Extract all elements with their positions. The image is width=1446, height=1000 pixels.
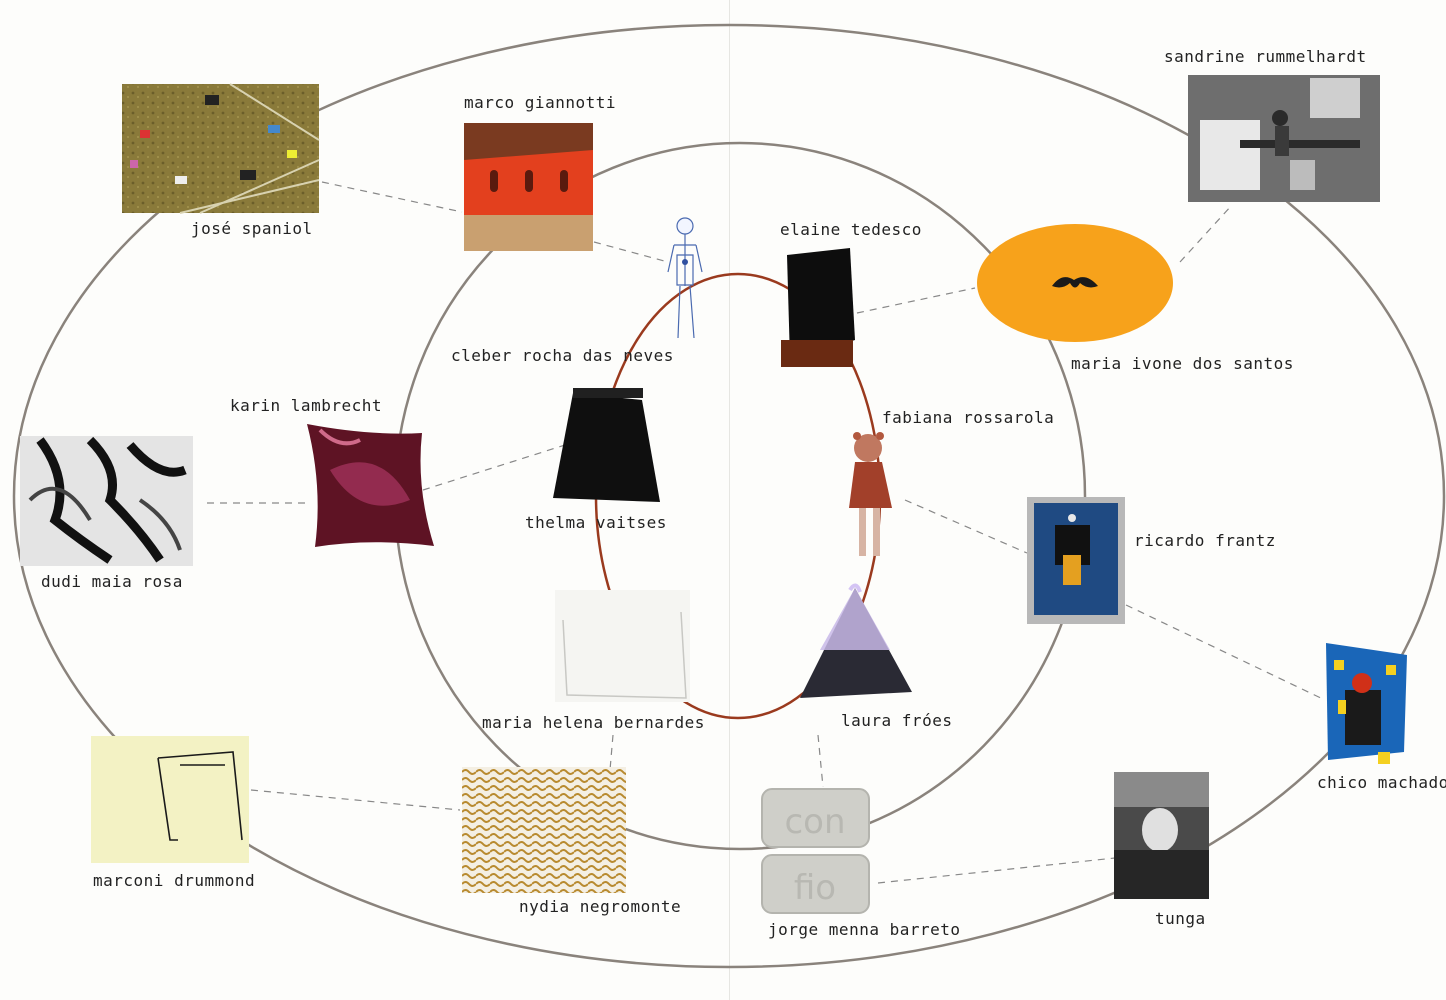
label-jose-spaniol: josé spaniol — [191, 219, 313, 238]
soap-text-fio: fio — [794, 868, 836, 908]
label-marconi-drummond: marconi drummond — [93, 871, 256, 890]
artwork-sandrine-rummelhardt — [1188, 75, 1380, 202]
connector-lines — [207, 181, 1326, 884]
label-maria-ivone-dos-santos: maria ivone dos santos — [1071, 354, 1294, 373]
label-laura-froes: laura fróes — [841, 711, 953, 730]
label-sandrine-rummelhardt: sandrine rummelhardt — [1164, 47, 1367, 66]
label-tunga: tunga — [1155, 909, 1206, 928]
soap-text-con: con — [784, 802, 845, 842]
label-cleber-rocha-das-neves: cleber rocha das neves — [451, 346, 674, 365]
label-fabiana-rossarola: fabiana rossarola — [882, 408, 1055, 427]
label-maria-helena-bernardes: maria helena bernardes — [482, 713, 705, 732]
artwork-ricardo-frantz — [1027, 497, 1125, 624]
artwork-laura-froes — [800, 583, 912, 698]
label-ricardo-frantz: ricardo frantz — [1134, 531, 1276, 550]
label-chico-machado: chico machado — [1317, 773, 1446, 792]
artwork-thelma-vaitses — [553, 388, 660, 502]
artwork-karin-lambrecht — [307, 424, 434, 547]
label-karin-lambrecht: karin lambrecht — [230, 396, 382, 415]
label-jorge-menna-barreto: jorge menna barreto — [768, 920, 961, 939]
artwork-jorge-menna-barreto: con fio — [761, 788, 870, 914]
artwork-jose-spaniol — [122, 83, 320, 214]
artwork-dudi-maia-rosa — [20, 436, 193, 566]
label-thelma-vaitses: thelma vaitses — [525, 513, 667, 532]
artwork-marconi-drummond — [91, 736, 249, 863]
artwork-fabiana-rossarola — [849, 432, 892, 556]
artwork-cleber-rocha — [667, 217, 703, 339]
artwork-elaine-tedesco — [781, 248, 855, 367]
artwork-tunga — [1114, 772, 1209, 899]
label-marco-giannotti: marco giannotti — [464, 93, 616, 112]
page-fold — [729, 0, 730, 1000]
label-dudi-maia-rosa: dudi maia rosa — [41, 572, 183, 591]
artwork-maria-helena-bernardes — [555, 590, 690, 702]
outer-ring — [12, 23, 1446, 969]
label-nydia-negromonte: nydia negromonte — [519, 897, 682, 916]
artwork-chico-machado — [1326, 643, 1407, 764]
artwork-nydia-negromonte — [462, 767, 626, 893]
artwork-maria-ivone — [977, 224, 1173, 342]
label-elaine-tedesco: elaine tedesco — [780, 220, 922, 239]
artwork-marco-giannotti — [464, 123, 593, 251]
